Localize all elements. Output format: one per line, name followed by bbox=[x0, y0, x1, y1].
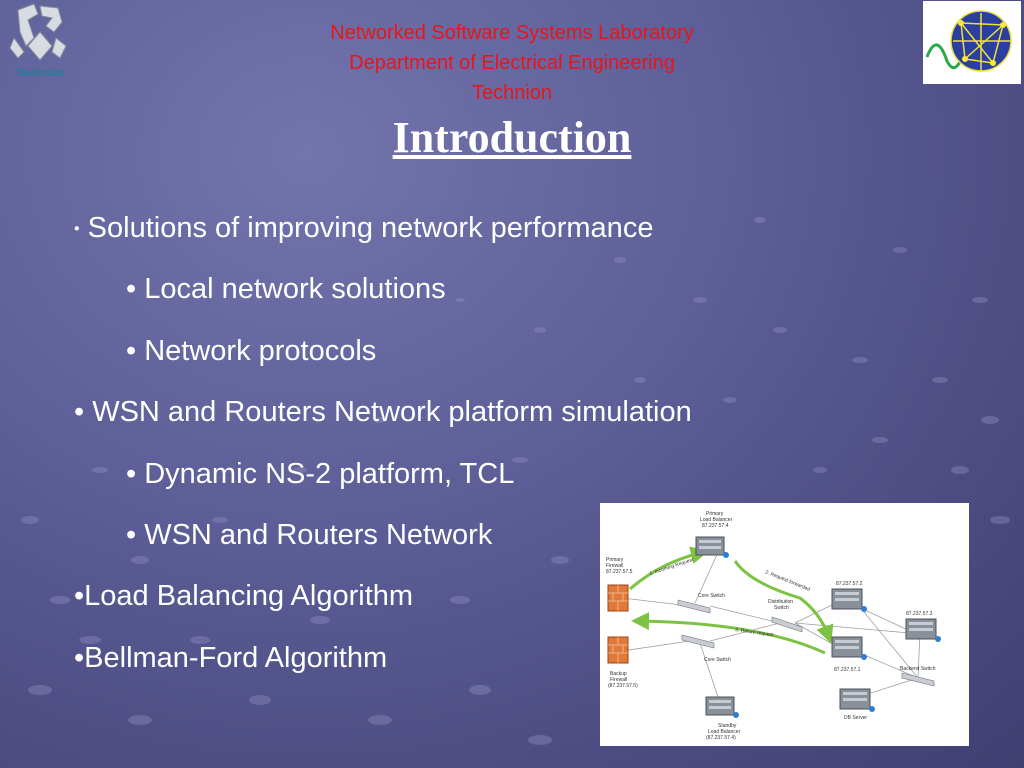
server3-label: 87.237.57.1 bbox=[834, 667, 861, 673]
bullet-item: • Solutions of improving network perform… bbox=[74, 211, 653, 246]
step1-label: 1. Incoming Request bbox=[649, 557, 695, 577]
bullet-text: Solutions of improving network performan… bbox=[87, 212, 654, 244]
technion-wordmark: Technion bbox=[16, 67, 64, 79]
standby-load-balancer-icon bbox=[705, 696, 739, 718]
technion-logo-icon: Technion bbox=[9, 3, 67, 79]
bullet-item: • Network protocols bbox=[126, 335, 377, 367]
core-switch-label: Core Switch bbox=[698, 593, 725, 599]
network-globe-logo bbox=[923, 1, 1021, 84]
core-switch-icon bbox=[677, 599, 711, 614]
bullet-item: • WSN and Routers Network platform simul… bbox=[74, 396, 692, 428]
server1-label: 87.237.57.2 bbox=[836, 581, 863, 587]
technion-logo: Technion bbox=[4, 2, 76, 80]
header-lab-name: Networked Software Systems Laboratory bbox=[330, 22, 694, 44]
server-icon bbox=[905, 618, 941, 642]
distribution-switch-icon bbox=[771, 616, 803, 633]
network-diagram: 1. Incoming Request 2. Request forwarded… bbox=[600, 503, 969, 746]
backend-switch-icon bbox=[901, 672, 935, 687]
db-server-label: DB Server bbox=[844, 715, 867, 721]
primary-load-balancer-icon bbox=[695, 536, 729, 558]
core-switch-label-2: Core Switch bbox=[704, 657, 731, 663]
network-globe-logo-icon bbox=[925, 10, 1012, 72]
backup-firewall-icon bbox=[607, 636, 629, 664]
network-diagram-svg: 1. Incoming Request 2. Request forwarded… bbox=[606, 511, 941, 741]
lab-header: Networked Software Systems Laboratory De… bbox=[0, 18, 1024, 108]
db-server-icon bbox=[839, 688, 875, 712]
core-switch-icon bbox=[681, 634, 715, 649]
slide-title: Introduction bbox=[392, 113, 632, 162]
header-department: Department of Electrical Engineering bbox=[349, 52, 675, 74]
bullet-dot-icon: • bbox=[74, 220, 80, 238]
bullet-item: • Local network solutions bbox=[126, 273, 446, 305]
server-icon bbox=[831, 636, 867, 660]
traffic-arrows bbox=[629, 546, 834, 655]
step3-label: 3. Return request bbox=[735, 627, 775, 638]
backend-switch-label: Backend Switch bbox=[900, 666, 936, 672]
bullet-item: •Load Balancing Algorithm bbox=[74, 580, 414, 612]
server-icon bbox=[831, 588, 867, 612]
bullet-item: • WSN and Routers Network bbox=[126, 519, 493, 551]
header-institution: Technion bbox=[471, 82, 553, 104]
step2-label: 2. Request forwarded bbox=[764, 569, 811, 593]
server2-label: 87.237.57.3 bbox=[906, 611, 933, 617]
primary-firewall-icon bbox=[607, 584, 629, 612]
bullet-item: • Dynamic NS-2 platform, TCL bbox=[126, 458, 515, 490]
bullet-item: •Bellman-Ford Algorithm bbox=[74, 642, 388, 674]
